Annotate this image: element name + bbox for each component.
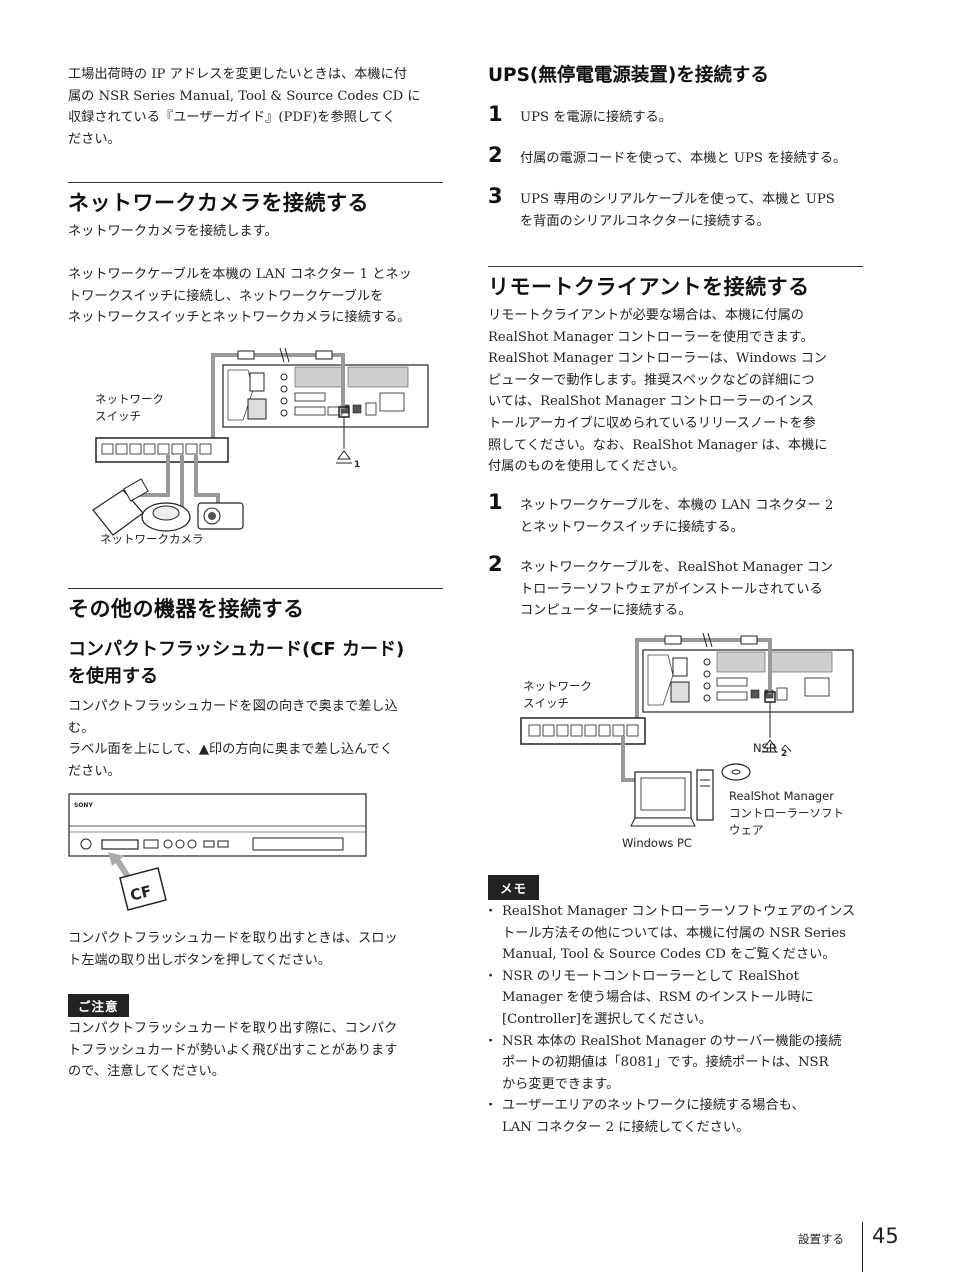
- step-text: UPS を電源に接続する。: [520, 110, 672, 125]
- lan-connector-2-marker: 2: [762, 691, 787, 759]
- section-title-ups: UPS(無停電電源装置)を接続する: [488, 65, 769, 86]
- recorder-rear-panel: [642, 649, 854, 713]
- memo-item: NSR 本体の RealShot Manager のサーバー機能の接続 ポートの…: [484, 1031, 878, 1096]
- lan-2-number: 2: [781, 749, 787, 759]
- step-text: UPS 専用のシリアルケーブルを使って、本機と UPS を背面のシリアルコネクタ…: [520, 192, 835, 229]
- section-title-remote: リモートクライアントを接続する: [488, 266, 863, 301]
- network-cable: [211, 347, 345, 450]
- network-cable: [635, 632, 772, 730]
- step-text: 付属の電源コードを使って、本機と UPS を接続する。: [520, 151, 847, 166]
- step-text: ネットワークケーブルを、RealShot Manager コン トローラーソフト…: [520, 560, 834, 619]
- network-camera-dome: [141, 502, 191, 532]
- network-camera-bullet: [197, 502, 244, 530]
- step-number: 1: [488, 490, 503, 514]
- camera-diagram-svg: 1: [92, 347, 429, 536]
- remote-connection-figure: 2 ネットワーク スイッチ NSR へ RealShot Manager コ: [515, 630, 855, 855]
- recorder-front-panel: SONY: [68, 793, 367, 857]
- lan-1-number: 1: [354, 460, 360, 470]
- step-number: 2: [488, 552, 503, 576]
- step-text: ネットワークケーブルを、本機の LAN コネクター 2 とネットワークスイッチに…: [520, 498, 834, 535]
- subsection-title-cf: コンパクトフラッシュカード(CF カード) を使用する: [68, 639, 405, 687]
- cf-front-panel-figure: SONY CF: [68, 792, 368, 917]
- step-number: 2: [488, 143, 503, 167]
- switch-label: ネットワーク スイッチ: [523, 679, 592, 710]
- switch-label: ネットワーク スイッチ: [95, 392, 164, 423]
- network-switch: [95, 437, 229, 463]
- cf-diagram-svg: SONY CF: [68, 793, 367, 911]
- section-title-camera: ネットワークカメラを接続する: [68, 182, 443, 217]
- software-label: RealShot Manager コントローラーソフト ウェア: [729, 789, 844, 837]
- memo-list: RealShot Manager コントローラーソフトウェアのインス トール方法…: [484, 901, 878, 1139]
- camera-instructions: ネットワークケーブルを本機の LAN コネクター 1 とネッ トワークスイッチに…: [68, 267, 412, 326]
- remote-intro: リモートクライアントが必要な場合は、本機に付属の RealShot Manage…: [488, 308, 828, 475]
- step-number: 1: [488, 102, 503, 126]
- windows-pc: [630, 769, 714, 827]
- footer-section-name: 設置する: [798, 1232, 844, 1246]
- memo-item: ユーザーエリアのネットワークに接続する場合も、 LAN コネクター 2 に接続し…: [484, 1095, 878, 1138]
- network-camera-box: [92, 478, 149, 536]
- camera-connection-figure: 1: [88, 345, 438, 555]
- remote-diagram-svg: 2: [520, 632, 854, 827]
- cf-card: CF: [119, 867, 167, 911]
- lan-connector-1-marker: 1: [336, 406, 360, 470]
- caution-text: コンパクトフラッシュカードを取り出す際に、コンパク トフラッシュカードが勢いよく…: [68, 1021, 398, 1080]
- software-cd-icon: [721, 763, 751, 781]
- recorder-rear-panel: [222, 364, 429, 428]
- network-switch: [520, 717, 646, 745]
- caution-box: ご注意: [68, 994, 129, 1017]
- camera-intro: ネットワークカメラを接続します。: [68, 224, 278, 239]
- memo-item: RealShot Manager コントローラーソフトウェアのインス トール方法…: [484, 901, 878, 966]
- camera-label: ネットワークカメラ: [100, 532, 204, 546]
- sony-logo: SONY: [74, 802, 93, 809]
- section-title-other: その他の機器を接続する: [68, 588, 443, 623]
- memo-box: メモ: [488, 875, 540, 900]
- memo-item: NSR のリモートコントローラーとして RealShot Manager を使う…: [484, 966, 878, 1031]
- memo-tag: メモ: [488, 875, 540, 900]
- step-number: 3: [488, 184, 503, 208]
- cf-insert-instructions: コンパクトフラッシュカードを図の向きで奥まで差し込 む。 ラベル面を上にして、▲…: [68, 699, 398, 779]
- nsr-label: NSR へ: [753, 741, 793, 755]
- caution-tag: ご注意: [68, 994, 129, 1017]
- cf-card-label: CF: [128, 882, 153, 905]
- cf-remove-instructions: コンパクトフラッシュカードを取り出すときは、スロッ ト左端の取り出しボタンを押し…: [68, 931, 398, 968]
- page-number: 45: [872, 1224, 899, 1248]
- intro-text: 工場出荷時の IP アドレスを変更したいときは、本機に付 属の NSR Seri…: [68, 67, 421, 147]
- footer-divider: [862, 1222, 863, 1272]
- pc-label: Windows PC: [622, 836, 692, 850]
